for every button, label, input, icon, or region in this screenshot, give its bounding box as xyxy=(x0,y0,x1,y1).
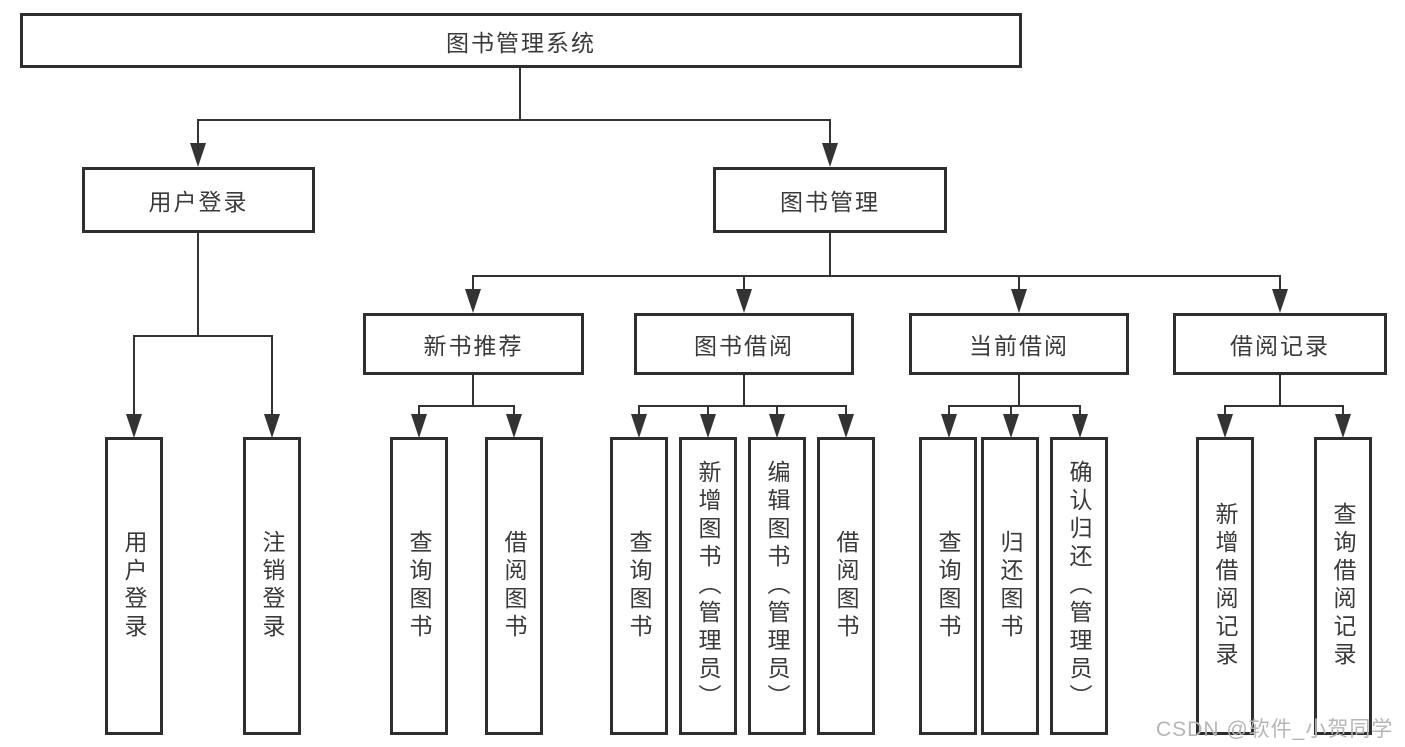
node-user-login: 用户登录 xyxy=(82,167,315,233)
leaf-logout: 注销登录 xyxy=(243,437,301,735)
connector-arrowheads xyxy=(126,143,1351,438)
leaf-borrowing-add-books-admin: 新增图书（管理员） xyxy=(679,437,737,735)
leaf-current-query-books: 查询图书 xyxy=(919,437,977,735)
leaf-borrowing-query-books: 查询图书 xyxy=(610,437,668,735)
leaf-borrowing-borrow-books: 借阅图书 xyxy=(817,437,875,735)
leaf-recommend-query-books: 查询图书 xyxy=(390,437,448,735)
csdn-watermark: CSDN @软件_小贺同学 xyxy=(1156,718,1394,741)
node-book-management: 图书管理 xyxy=(713,167,947,233)
leaf-user-login: 用户登录 xyxy=(105,437,163,735)
node-borrowing-records: 借阅记录 xyxy=(1173,313,1387,375)
node-new-book-recommend: 新书推荐 xyxy=(363,313,584,375)
leaf-records-query-record: 查询借阅记录 xyxy=(1314,437,1372,735)
node-book-borrowing: 图书借阅 xyxy=(634,313,854,375)
leaf-recommend-borrow-books: 借阅图书 xyxy=(485,437,543,735)
leaf-borrowing-edit-books-admin: 编辑图书（管理员） xyxy=(748,437,806,735)
leaf-current-confirm-return-admin: 确认归还（管理员） xyxy=(1050,437,1108,735)
leaf-records-add-record: 新增借阅记录 xyxy=(1196,437,1254,735)
leaf-current-return-books: 归还图书 xyxy=(981,437,1039,735)
node-current-borrowing: 当前借阅 xyxy=(909,313,1129,375)
node-root-library-management-system: 图书管理系统 xyxy=(20,13,1022,68)
